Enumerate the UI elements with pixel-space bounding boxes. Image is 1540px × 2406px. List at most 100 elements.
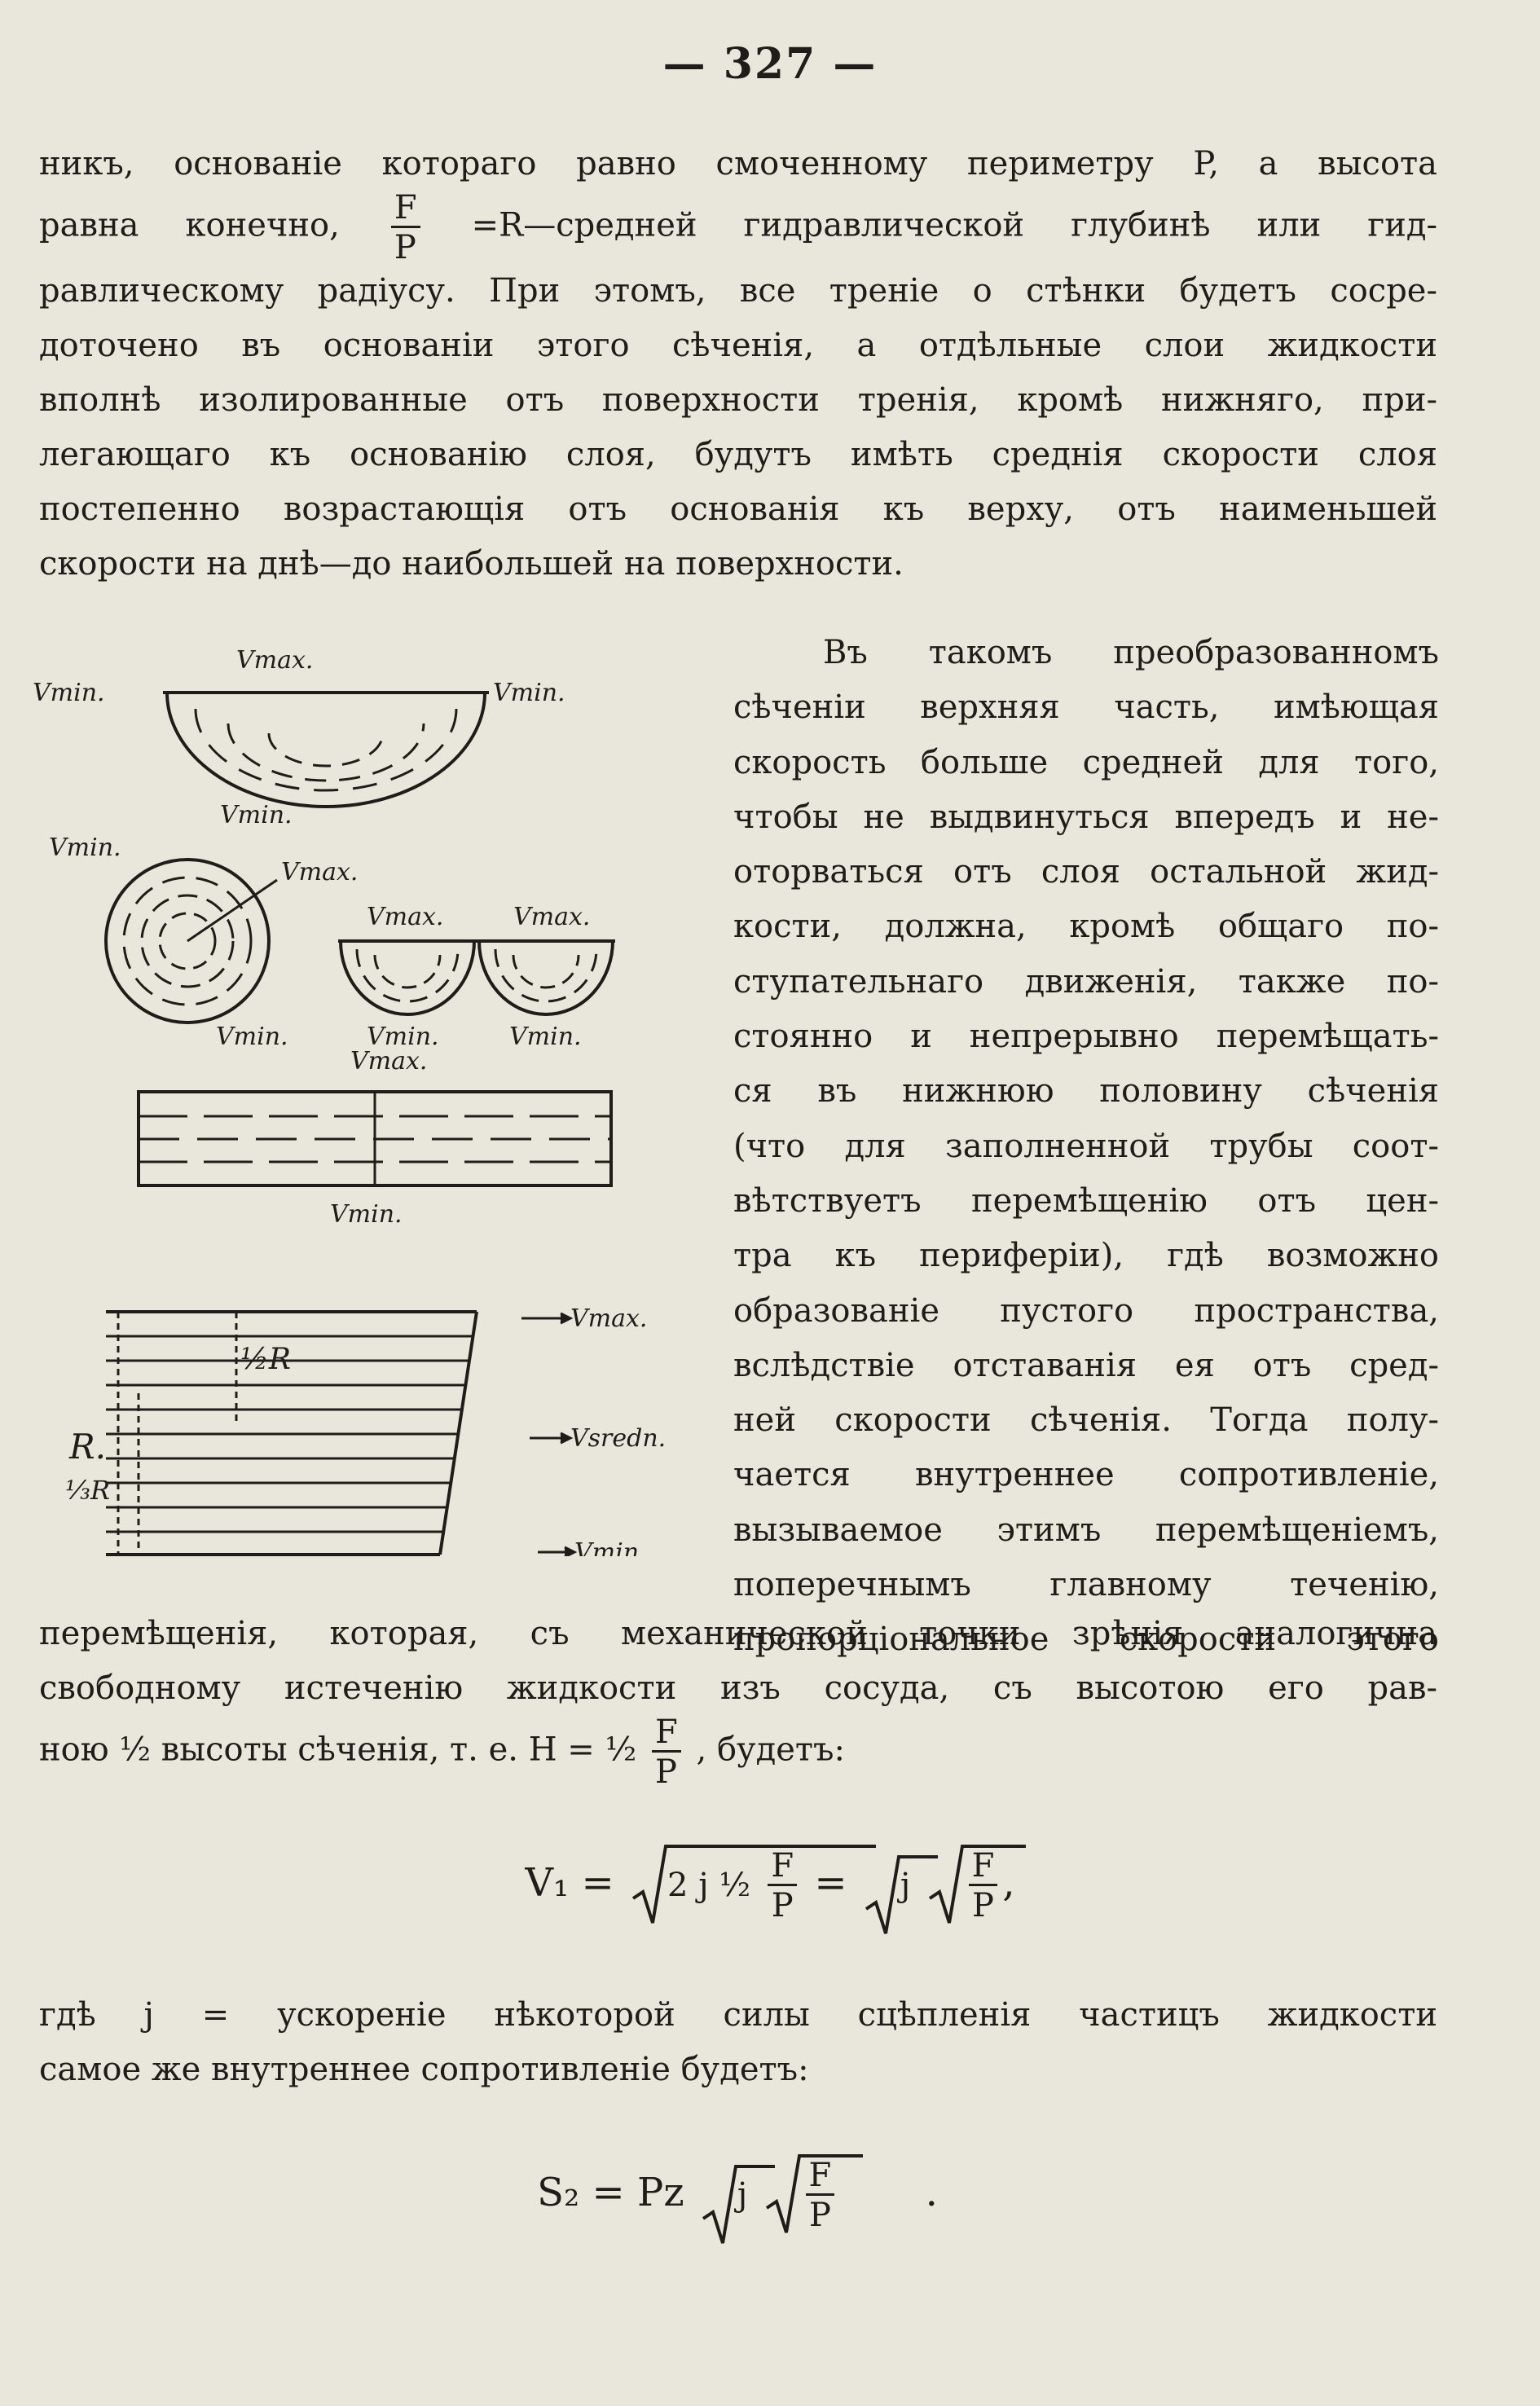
formula-lhs: S₂ = Pz: [537, 2170, 684, 2215]
text-line: ступательнаго движенія, также по-: [733, 962, 1439, 1001]
formula-v1: V₁ = 2 j ½ F P = j F P ,: [0, 1845, 1540, 1934]
text-line: вслѣдствіе отставанія ея отъ сред-: [733, 1346, 1439, 1384]
text-line: легающаго къ основанію слоя, будутъ имѣт…: [39, 436, 1437, 473]
text-line: никъ, основаніе котораго равно смоченном…: [39, 145, 1437, 183]
fraction-f-over-p: F P: [390, 191, 420, 266]
radical-sign-icon: [928, 1845, 1026, 1924]
fraction-denominator: P: [808, 2197, 831, 2234]
label-vmax: Vmax.: [367, 903, 443, 931]
label-vmin: Vmin.: [220, 801, 293, 829]
label-vmin: Vmin.: [574, 1538, 647, 1556]
radical-sign-icon: [865, 1855, 938, 1934]
fraction-denominator: P: [394, 229, 416, 266]
fraction-f-over-p: F P: [652, 1716, 681, 1788]
text-line: самое же внутреннее сопротивленіе будетъ…: [39, 2051, 809, 2088]
text-line: скорости на днѣ—до наибольшей на поверхн…: [39, 545, 904, 583]
text-line: тра къ периферіи), гдѣ возможно: [733, 1237, 1439, 1275]
text-line: свободному истеченію жидкости изъ сосуда…: [39, 1669, 1437, 1707]
formula-equals: =: [814, 1860, 847, 1906]
fraction-f-over-p: F P: [768, 1850, 798, 1924]
text-segment: , будетъ:: [696, 1731, 845, 1769]
label-vmin: Vmin.: [216, 1023, 288, 1051]
fraction-denominator: P: [771, 1887, 794, 1924]
radical: j: [702, 2165, 775, 2244]
text-line: чтобы не выдвинуться впередъ и не-: [733, 798, 1439, 836]
label-vmin: Vmin.: [330, 1200, 403, 1229]
text-line: равлическому радіусу. При этомъ, все тре…: [39, 272, 1437, 310]
radical: F P: [765, 2154, 863, 2234]
fraction-numerator: F: [768, 1850, 798, 1886]
text-line-with-fraction: равна конечно, F P =R—средней гидравличе…: [39, 191, 1437, 264]
text-line: вѣтствуетъ перемѣщенію отъ цен-: [733, 1181, 1439, 1220]
text-line: поперечнымъ главному теченію,: [733, 1566, 1439, 1604]
text-segment: ною ½ высоты сѣченія, т. е. H = ½: [39, 1731, 637, 1769]
label-vmin: Vmin.: [33, 679, 105, 707]
formula-lhs: V₁ =: [525, 1860, 614, 1906]
bottom-paragraph: перемѣщенія, которая, съ механической то…: [39, 1607, 1437, 1788]
text-line: гдѣ j = ускореніе нѣкоторой силы сцѣплен…: [39, 1996, 1437, 2034]
label-vmax: Vmax.: [281, 858, 358, 886]
text-line: кости, должна, кромѣ общаго по-: [733, 908, 1439, 946]
fraction-numerator: F: [805, 2159, 835, 2196]
text-line: образованіе пустого пространства,: [733, 1291, 1439, 1330]
label-vmin: Vmin.: [49, 834, 121, 862]
rectangular-section: Vmax. Vmin.: [137, 1047, 613, 1229]
text-line: (что для заполненной трубы соот-: [733, 1127, 1439, 1165]
fraction-denominator: P: [655, 1753, 677, 1791]
text-line: постепенно возрастающія отъ основанія къ…: [39, 490, 1437, 528]
radical: F P: [928, 1845, 1026, 1924]
text-line-with-fraction: ною ½ высоты сѣченія, т. е. H = ½ F P , …: [39, 1716, 1437, 1788]
radical-sign-icon: [631, 1845, 877, 1924]
text-line: стоянно и непрерывно перемѣщать-: [733, 1018, 1439, 1056]
text-line: сѣченіи верхняя часть, имѣющая: [733, 688, 1439, 727]
text-line: чается внутреннее сопротивленіе,: [733, 1456, 1439, 1494]
velocity-section-figure: Vmax. Vmin. Vmin. Vmin. Vmin. Vmax. Vmin…: [33, 646, 666, 1556]
text-line: Въ такомъ преобразованномъ: [823, 634, 1439, 671]
fraction-numerator: F: [968, 1850, 998, 1886]
text-line: пропорціональное скорости этого: [733, 1621, 1439, 1659]
label-vmin: Vmin.: [509, 1023, 582, 1051]
fraction-denominator: P: [971, 1887, 994, 1924]
label-vmax: Vmax.: [350, 1047, 427, 1075]
circular-pipe-section: Vmin. Vmax. Vmin.: [49, 834, 358, 1051]
double-semicircle-section: Vmax. Vmax. Vmin. Vmin.: [338, 903, 615, 1051]
text-line: перемѣщенія, которая, съ механической то…: [39, 1615, 1437, 1652]
velocity-profile-diagram: R. ½R ⅓R Vmax. Vsredn. Vmin.: [65, 1304, 666, 1556]
radicand-j: j: [900, 1867, 911, 1904]
formula-s2: S₂ = Pz j F P .: [0, 2154, 1507, 2244]
text-segment: =R—средней гидравлической глубинѣ или ги…: [471, 206, 1438, 244]
text-line: вызываемое этимъ перемѣщеніемъ,: [733, 1511, 1439, 1549]
fraction-f-over-p: F P: [968, 1850, 998, 1924]
label-half-r: ½R: [240, 1343, 291, 1376]
radicand: 2 j ½: [667, 1867, 751, 1904]
radical-sign-icon: [702, 2165, 775, 2244]
text-segment: равна конечно,: [39, 206, 340, 244]
label-vmax: Vmax.: [570, 1304, 647, 1333]
fraction-numerator: F: [652, 1716, 681, 1753]
formula-tail: ,: [1002, 1860, 1015, 1906]
text-line: ней скорости сѣченія. Тогда полу-: [733, 1401, 1439, 1440]
label-vmin: Vmin.: [367, 1023, 439, 1051]
page-number: — 327 —: [662, 39, 878, 89]
text-line: оторваться отъ слоя остальной жид-: [733, 853, 1439, 891]
label-vsredn: Vsredn.: [570, 1424, 666, 1453]
right-column-paragraph: Въ такомъ преобразованномъ сѣченіи верхн…: [733, 626, 1439, 1668]
radical: j: [865, 1855, 938, 1934]
label-vmin: Vmin.: [493, 679, 565, 707]
middle-paragraph: гдѣ j = ускореніе нѣкоторой силы сцѣплен…: [39, 1988, 1437, 2097]
formula-tail: .: [925, 2170, 938, 2215]
top-paragraph: никъ, основаніе котораго равно смоченном…: [39, 137, 1437, 592]
text-line: скорость больше средней для того,: [733, 743, 1439, 781]
semicircle-section: Vmax. Vmin. Vmin. Vmin.: [33, 646, 565, 829]
text-line: доточено въ основаніи этого сѣченія, а о…: [39, 327, 1437, 364]
text-line: вполнѣ изолированные отъ поверхности тре…: [39, 381, 1437, 419]
text-line: ся въ нижнюю половину сѣченія: [733, 1072, 1439, 1111]
radical-sign-icon: [765, 2154, 863, 2233]
label-vmax: Vmax.: [513, 903, 590, 931]
fraction-f-over-p: F P: [805, 2159, 835, 2234]
radical: 2 j ½ F P: [631, 1845, 877, 1924]
label-r: R.: [68, 1427, 106, 1467]
radicand-j: j: [737, 2176, 748, 2214]
label-third-r: ⅓R: [65, 1475, 110, 1506]
